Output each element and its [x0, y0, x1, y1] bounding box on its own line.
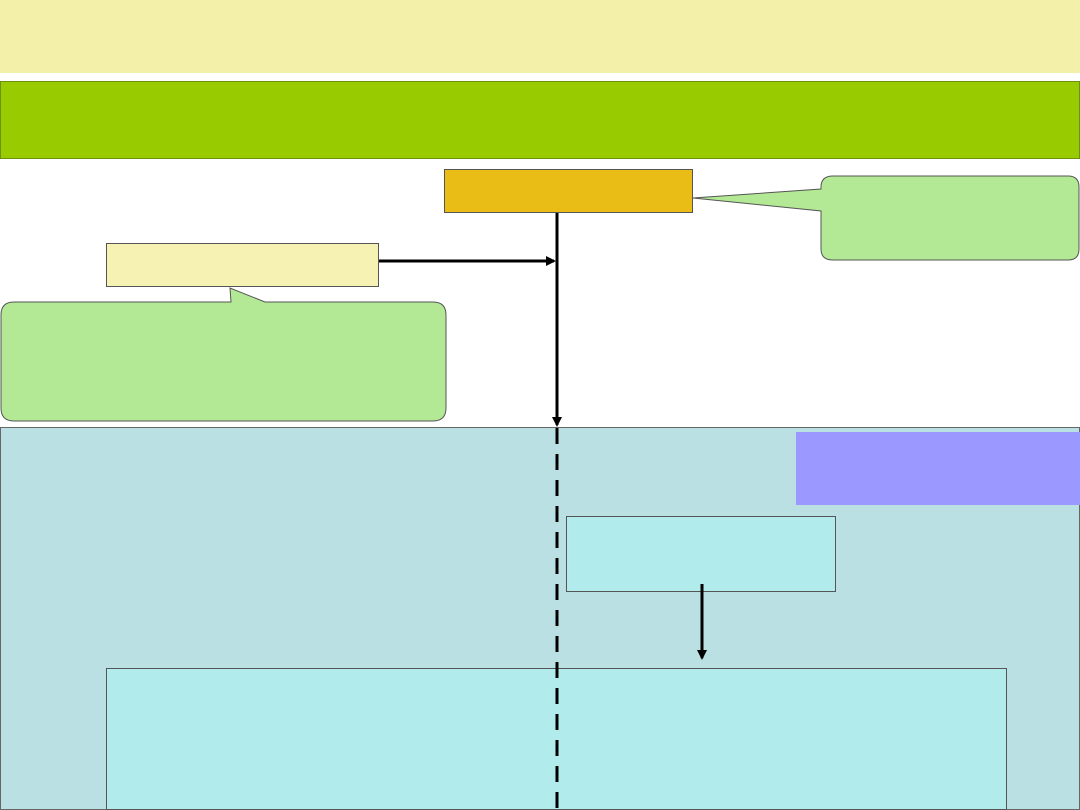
- green-band: [0, 81, 1080, 159]
- yellow-box: [106, 243, 379, 287]
- violet-box-text: [796, 432, 1080, 505]
- top-banner: [0, 0, 1080, 73]
- callout-right-text: [824, 179, 1076, 257]
- orange-box: [444, 169, 693, 213]
- cyan-small-box: [566, 516, 836, 592]
- callout-left-text: [6, 306, 442, 418]
- yellow-box-text: [107, 244, 378, 286]
- cyan-large-box: [106, 668, 1007, 810]
- cyan-large-box-text: [107, 669, 1006, 809]
- green-band-text: [1, 82, 1079, 158]
- orange-box-text: [445, 170, 692, 212]
- top-banner-text: [0, 0, 1080, 73]
- violet-box: [796, 432, 1080, 505]
- cyan-small-box-text: [567, 517, 835, 591]
